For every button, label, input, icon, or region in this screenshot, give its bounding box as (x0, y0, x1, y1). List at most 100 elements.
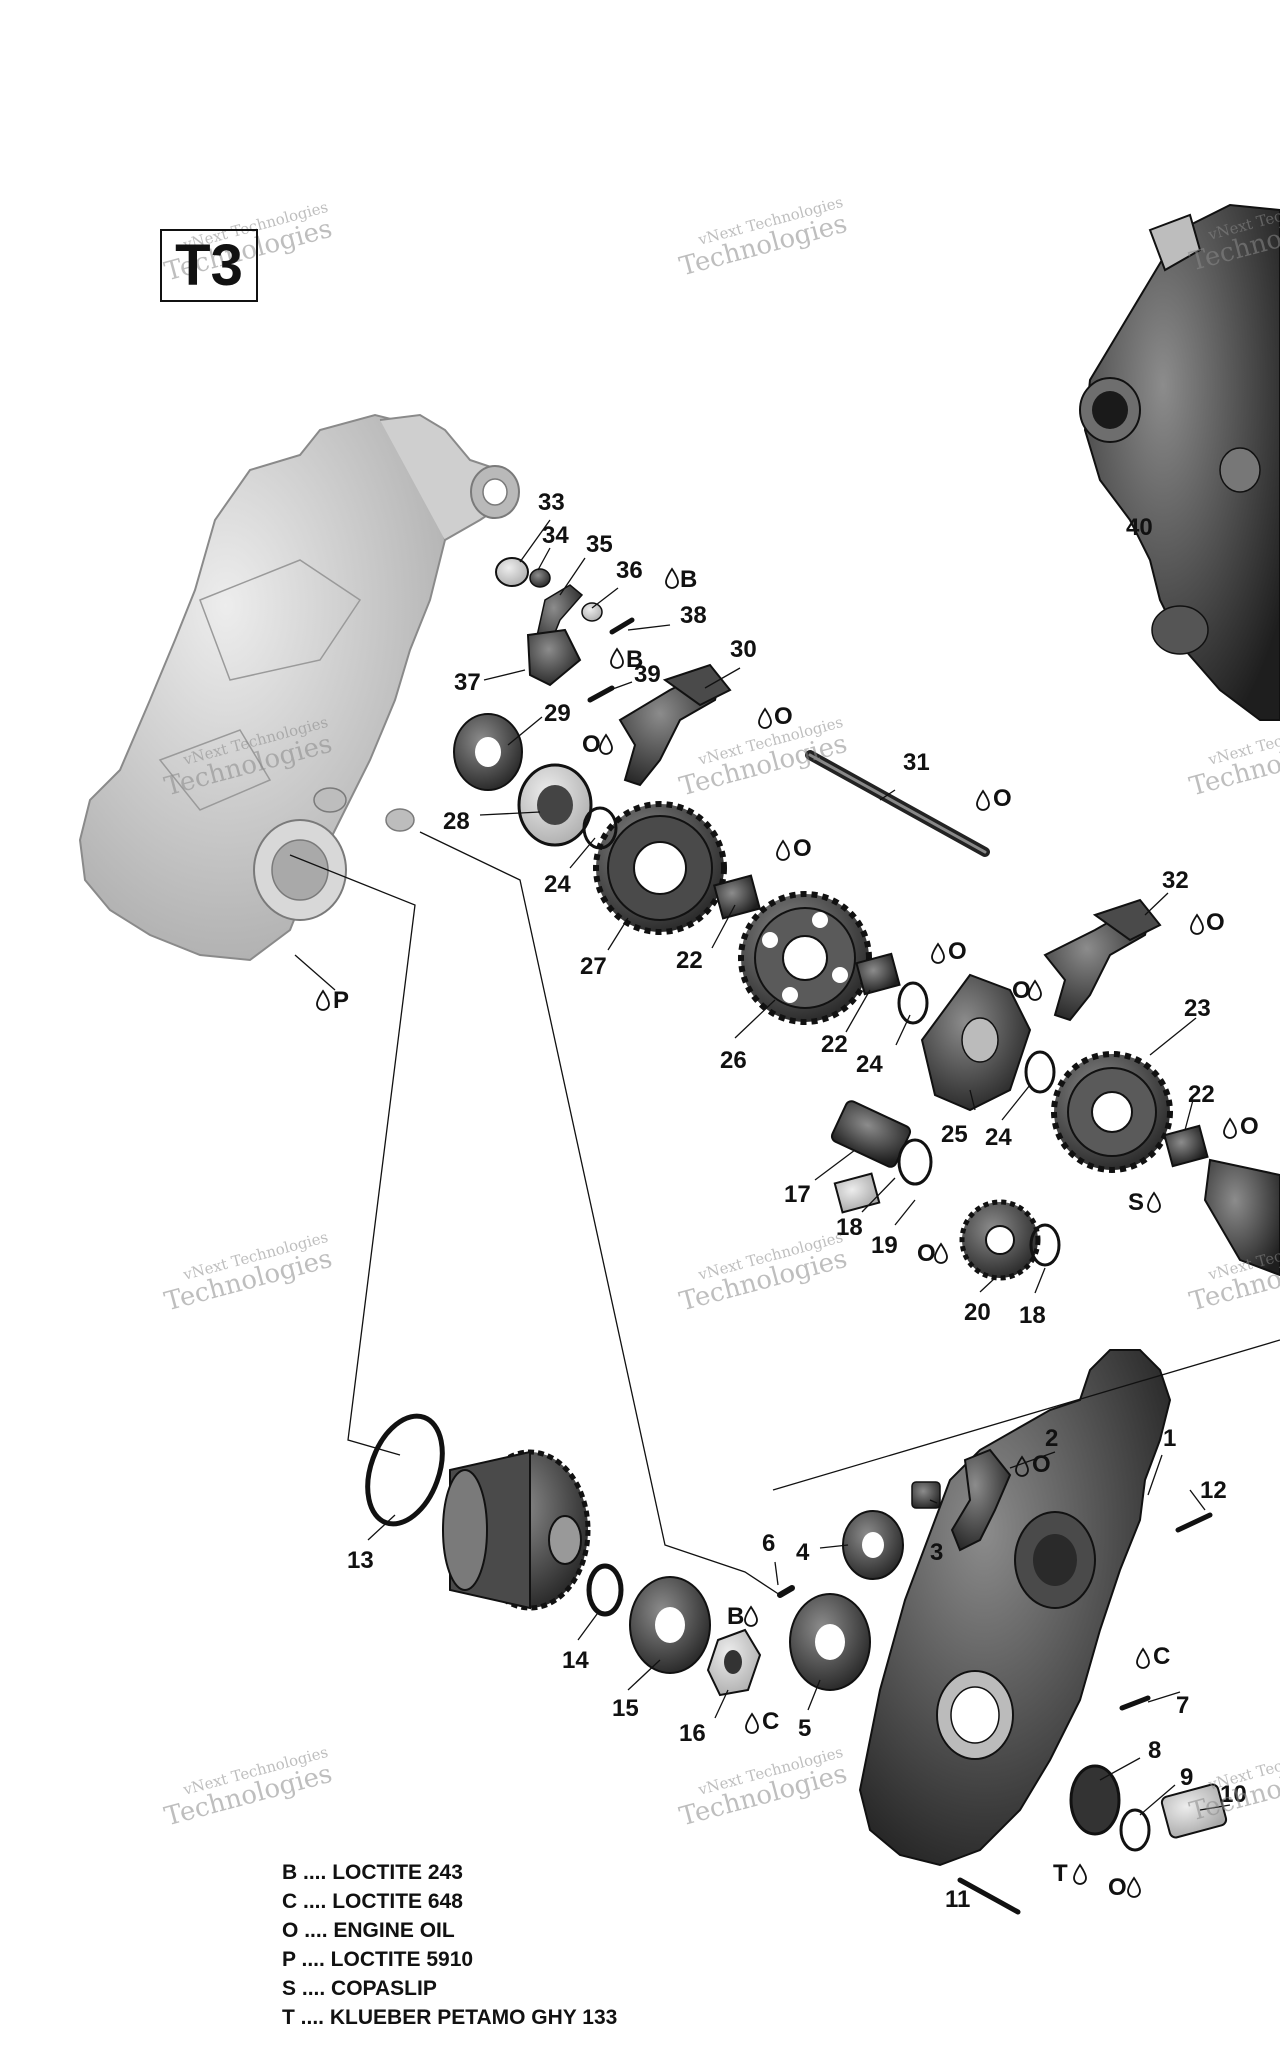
legend-text: LOCTITE 243 (332, 1861, 463, 1884)
callout-label: 5 (798, 1715, 811, 1742)
legend-row: O .... ENGINE OIL (282, 1916, 617, 1945)
callout-label: 11 (945, 1886, 970, 1913)
lube-mark: O (793, 835, 812, 862)
diagram-id-badge: T3 (160, 229, 258, 302)
callout-label: 4 (796, 1539, 810, 1566)
sliding-dog-25 (920, 973, 1032, 1112)
legend-code: S (282, 1977, 297, 2000)
callout-label: 17 (784, 1181, 811, 1208)
lubricant-legend: B .... LOCTITE 243 C .... LOCTITE 648 O … (282, 1858, 617, 2032)
callout-label: 24 (985, 1124, 1012, 1151)
callout-label: 40 (1126, 514, 1153, 541)
callout-label: 13 (347, 1547, 374, 1574)
callout-label: 37 (454, 669, 481, 696)
legend-text: ENGINE OIL (333, 1919, 455, 1942)
callout-label: 22 (676, 947, 703, 974)
callout-label: 32 (1162, 867, 1189, 894)
lube-mark: C (1153, 1643, 1170, 1670)
callout-label: 22 (1188, 1081, 1215, 1108)
callout-label: 29 (544, 700, 571, 727)
gear-27 (593, 801, 727, 935)
gear-20 (959, 1199, 1041, 1281)
legend-separator: .... (301, 1948, 325, 1971)
bearings (453, 713, 904, 1691)
lube-mark: O (1240, 1113, 1259, 1140)
callout-label: 6 (762, 1530, 775, 1557)
callout-label: 22 (821, 1031, 848, 1058)
spacer-17 (838, 1112, 839, 1113)
shift-fork-30 (618, 663, 732, 787)
legend-text: LOCTITE 5910 (330, 1948, 474, 1971)
needle-bearings (713, 874, 1228, 1839)
callout-label: 2 (1045, 1425, 1058, 1452)
callout-label: 7 (1176, 1692, 1189, 1719)
callout-label: 31 (903, 749, 930, 776)
shift-shaft-31 (805, 750, 990, 857)
small-parts-cover (777, 1448, 1213, 1915)
callout-label: 24 (856, 1051, 883, 1078)
lube-marks: B B O O O O O O O O O O P S B C C T O (316, 566, 1259, 1901)
output-shaft (1203, 1158, 1280, 1277)
legend-separator: .... (303, 1861, 327, 1884)
o-ring-13 (365, 1413, 445, 1527)
lube-mark: T (1053, 1860, 1068, 1887)
legend-code: C (282, 1890, 298, 1913)
legend-text: LOCTITE 648 (332, 1890, 463, 1913)
circlips (582, 806, 1151, 1852)
callout-label: 19 (871, 1232, 898, 1259)
legend-separator: .... (301, 1977, 326, 2000)
legend-text: KLUEBER PETAMO GHY 133 (329, 2006, 618, 2029)
callout-label: 27 (580, 953, 607, 980)
callout-label: 33 (538, 489, 565, 516)
lube-mark: P (333, 987, 349, 1014)
legend-row: T .... KLUEBER PETAMO GHY 133 (282, 2003, 617, 2032)
lube-mark: B (727, 1603, 744, 1630)
engine-block (1079, 203, 1280, 721)
callout-label: 16 (679, 1720, 706, 1747)
lube-mark: O (1012, 977, 1031, 1004)
callout-label: 3 (930, 1539, 943, 1566)
callout-label: 23 (1184, 995, 1211, 1022)
assembly-lines (289, 831, 1280, 1596)
shift-fork-32 (1043, 898, 1162, 1022)
legend-separator: .... (304, 1919, 328, 1942)
callout-label: 15 (612, 1695, 639, 1722)
gear-26 (738, 891, 872, 1025)
callout-label: 30 (730, 636, 757, 663)
callout-label: 35 (586, 531, 613, 558)
lube-mark: O (774, 703, 793, 730)
callout-label: 1 (1163, 1425, 1176, 1452)
callout-label: 10 (1220, 1781, 1247, 1808)
callout-numbers: 1 2 3 4 5 6 7 8 9 10 11 12 13 14 15 16 1… (347, 489, 1247, 1913)
cover-housing (858, 1349, 1172, 1867)
lube-mark: S (1128, 1189, 1144, 1216)
legend-separator: .... (303, 1890, 327, 1913)
lube-mark: O (1206, 909, 1225, 936)
callout-label: 18 (836, 1214, 863, 1241)
callout-label: 9 (1180, 1764, 1193, 1791)
callout-label: 8 (1148, 1737, 1161, 1764)
callout-label: 20 (964, 1299, 991, 1326)
left-housing (78, 413, 520, 962)
callout-label: 14 (562, 1647, 589, 1674)
leader-lines (294, 519, 1231, 1891)
callout-label: 28 (443, 808, 470, 835)
lube-mark: B (626, 646, 643, 673)
callout-label: 39 (634, 661, 661, 688)
legend-code: B (282, 1861, 298, 1884)
lube-mark: O (948, 938, 967, 965)
lube-mark: O (582, 731, 601, 758)
legend-code: T (282, 2006, 295, 2029)
lube-mark: O (993, 785, 1012, 812)
callout-label: 24 (544, 871, 571, 898)
legend-code: O (282, 1919, 299, 1942)
callout-label: 26 (720, 1047, 747, 1074)
lube-mark: B (680, 566, 697, 593)
legend-code: P (282, 1948, 296, 1971)
differential-gear (442, 1449, 591, 1611)
callout-label: 12 (1200, 1477, 1227, 1504)
small-parts-top (495, 557, 635, 703)
callout-label: 34 (542, 522, 569, 549)
lube-mark: C (762, 1708, 779, 1735)
